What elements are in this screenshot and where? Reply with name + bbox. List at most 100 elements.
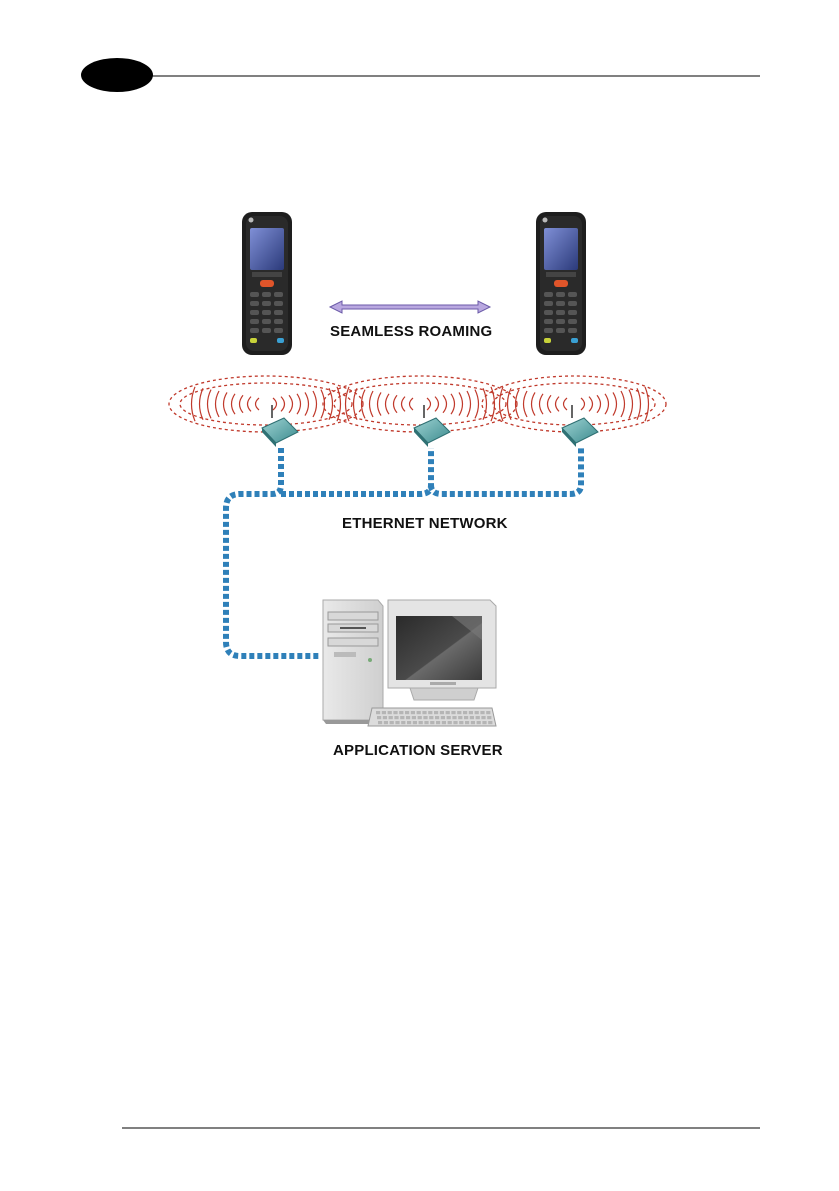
access-point-1 [262, 405, 298, 447]
keyboard-key [399, 711, 403, 714]
keyboard-key [440, 711, 444, 714]
keyboard-key [447, 716, 451, 719]
wifi-wave-arc [597, 395, 601, 413]
keyboard-key [453, 721, 457, 724]
keyboard-key [476, 716, 480, 719]
access-point-3 [562, 405, 598, 447]
wifi-wave-arc [548, 395, 552, 413]
keyboard-key [377, 716, 381, 719]
handheld-terminal-left [242, 212, 292, 355]
keyboard-key [458, 716, 462, 719]
computer-monitor [388, 600, 496, 700]
keyboard-key [480, 711, 484, 714]
wifi-wave-arc [581, 398, 585, 410]
seamless-roaming-label: SEAMLESS ROAMING [330, 323, 492, 340]
keyboard-key [436, 721, 440, 724]
keyboard-key [411, 711, 415, 714]
keyboard-key [475, 711, 479, 714]
computer-keyboard [368, 708, 496, 726]
wifi-wave-arc [621, 391, 625, 417]
wifi-wave-arc [354, 388, 358, 420]
keyboard-key [383, 716, 387, 719]
keyboard-key [435, 716, 439, 719]
wifi-wave-arc [313, 391, 317, 417]
wifi-wave-arc [540, 394, 544, 414]
keyboard-key [434, 711, 438, 714]
wifi-wave-arc [232, 394, 236, 414]
wifi-wave-arc [281, 397, 285, 412]
keyboard-key [394, 716, 398, 719]
wifi-wave-arc [435, 397, 439, 412]
wifi-wave-arc [556, 397, 560, 412]
wifi-wave-arc [459, 392, 463, 415]
keyboard-key [477, 721, 481, 724]
keyboard-key [441, 716, 445, 719]
wifi-wave-arc [378, 392, 382, 415]
wifi-wave-arc [273, 398, 277, 410]
keyboard-key [463, 711, 467, 714]
keyboard-key [384, 721, 388, 724]
keyboard-key [488, 721, 492, 724]
keyboard-key [429, 716, 433, 719]
keyboard-key [376, 711, 380, 714]
wifi-wave-arc [467, 391, 471, 417]
keyboard-key [452, 716, 456, 719]
keyboard-key [419, 721, 423, 724]
keyboard-key [423, 716, 427, 719]
wifi-wave-arc [613, 392, 617, 415]
keyboard-key [389, 716, 393, 719]
keyboard-key [465, 721, 469, 724]
wifi-wave-arc [629, 390, 633, 419]
wifi-wave-arc [200, 388, 204, 420]
keyboard-key [406, 716, 410, 719]
wifi-wave-arc [483, 388, 487, 420]
keyboard-key [430, 721, 434, 724]
roaming-arrow [330, 301, 490, 313]
wifi-wave-arc [532, 392, 536, 415]
wifi-wave-arc [402, 397, 406, 412]
keyboard-key [395, 721, 399, 724]
keyboard-key [481, 716, 485, 719]
keyboard-key [459, 721, 463, 724]
keyboard-key [390, 721, 394, 724]
keyboard-key [470, 716, 474, 719]
wifi-wave-arc [564, 398, 568, 410]
wifi-wave-arc [224, 392, 228, 415]
keyboard-key [393, 711, 397, 714]
keyboard-key [442, 721, 446, 724]
keyboard-key [413, 721, 417, 724]
keyboard-key [382, 711, 386, 714]
wifi-wave-arc [248, 397, 252, 412]
wifi-wave-arc [443, 395, 447, 413]
wifi-wave-arc [637, 388, 641, 420]
keyboard-key [448, 721, 452, 724]
keyboard-key [424, 721, 428, 724]
keyboard-key [451, 711, 455, 714]
wifi-wave-arc [208, 390, 212, 419]
wifi-wave-arc [508, 388, 512, 420]
wifi-wave-arc [297, 394, 301, 414]
keyboard-key [457, 711, 461, 714]
wifi-wave-arc [240, 395, 244, 413]
wifi-wave-arc [386, 394, 390, 414]
wifi-wave-arc [427, 398, 431, 410]
wifi-waves [192, 387, 649, 421]
keyboard-key [388, 711, 392, 714]
wifi-wave-arc [524, 391, 528, 417]
wifi-wave-arc [256, 398, 260, 410]
chapter-tab [81, 58, 153, 92]
wifi-wave-arc [451, 394, 455, 414]
keyboard-key [405, 711, 409, 714]
wifi-wave-arc [305, 392, 309, 415]
wifi-wave-arc [605, 394, 609, 414]
wifi-wave-arc [394, 395, 398, 413]
keyboard-key [471, 721, 475, 724]
wifi-wave-arc [216, 391, 220, 417]
wifi-wave-arc [500, 387, 504, 421]
keyboard-key [428, 711, 432, 714]
wifi-coverage-zones [169, 376, 666, 432]
wifi-wave-arc [329, 388, 333, 420]
keyboard-key [400, 716, 404, 719]
